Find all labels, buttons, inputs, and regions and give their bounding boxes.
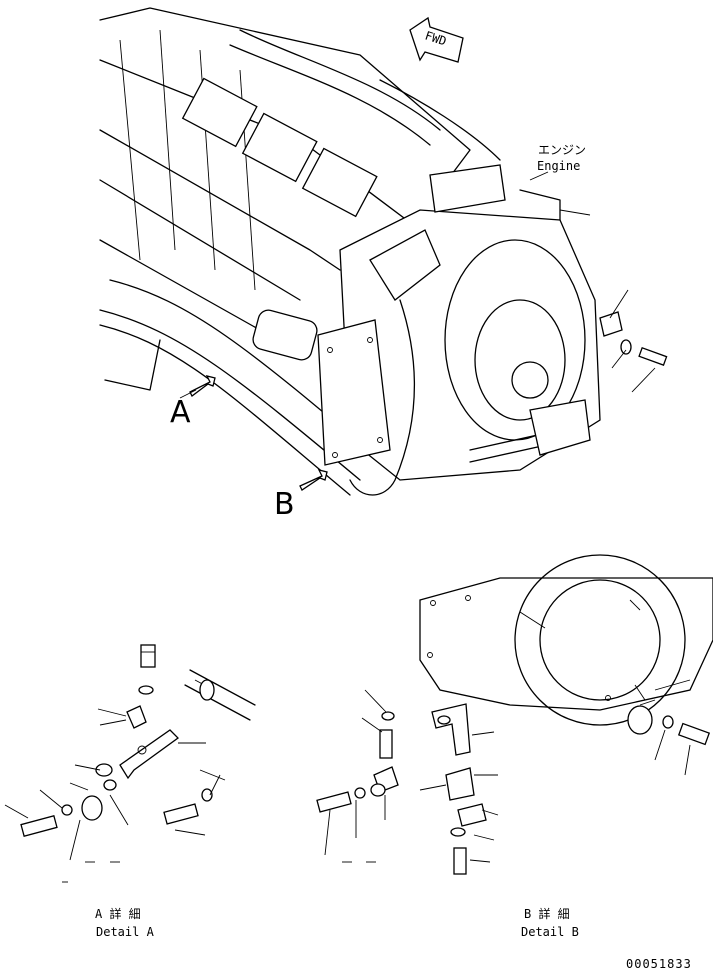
- fwd-arrow-icon: [409, 16, 464, 63]
- engine-en-label: Engine: [537, 159, 580, 173]
- detail-b-jp-label: B 詳 細: [524, 906, 570, 921]
- fwd-label: FWD: [423, 28, 448, 48]
- drawing-number: 00051833: [626, 957, 692, 971]
- view-b-label: B: [274, 487, 295, 522]
- detail-a-jp-label: A 詳 細: [95, 906, 141, 921]
- engine-jp-label: エンジン: [538, 143, 586, 157]
- main-assembly: [99, 7, 668, 496]
- detail-b-drawing: [316, 554, 713, 875]
- detail-a-drawing: [4, 644, 256, 883]
- detail-b-en-label: Detail B: [521, 925, 579, 939]
- detail-a-en-label: Detail A: [96, 925, 155, 939]
- view-a-label: A: [170, 395, 191, 430]
